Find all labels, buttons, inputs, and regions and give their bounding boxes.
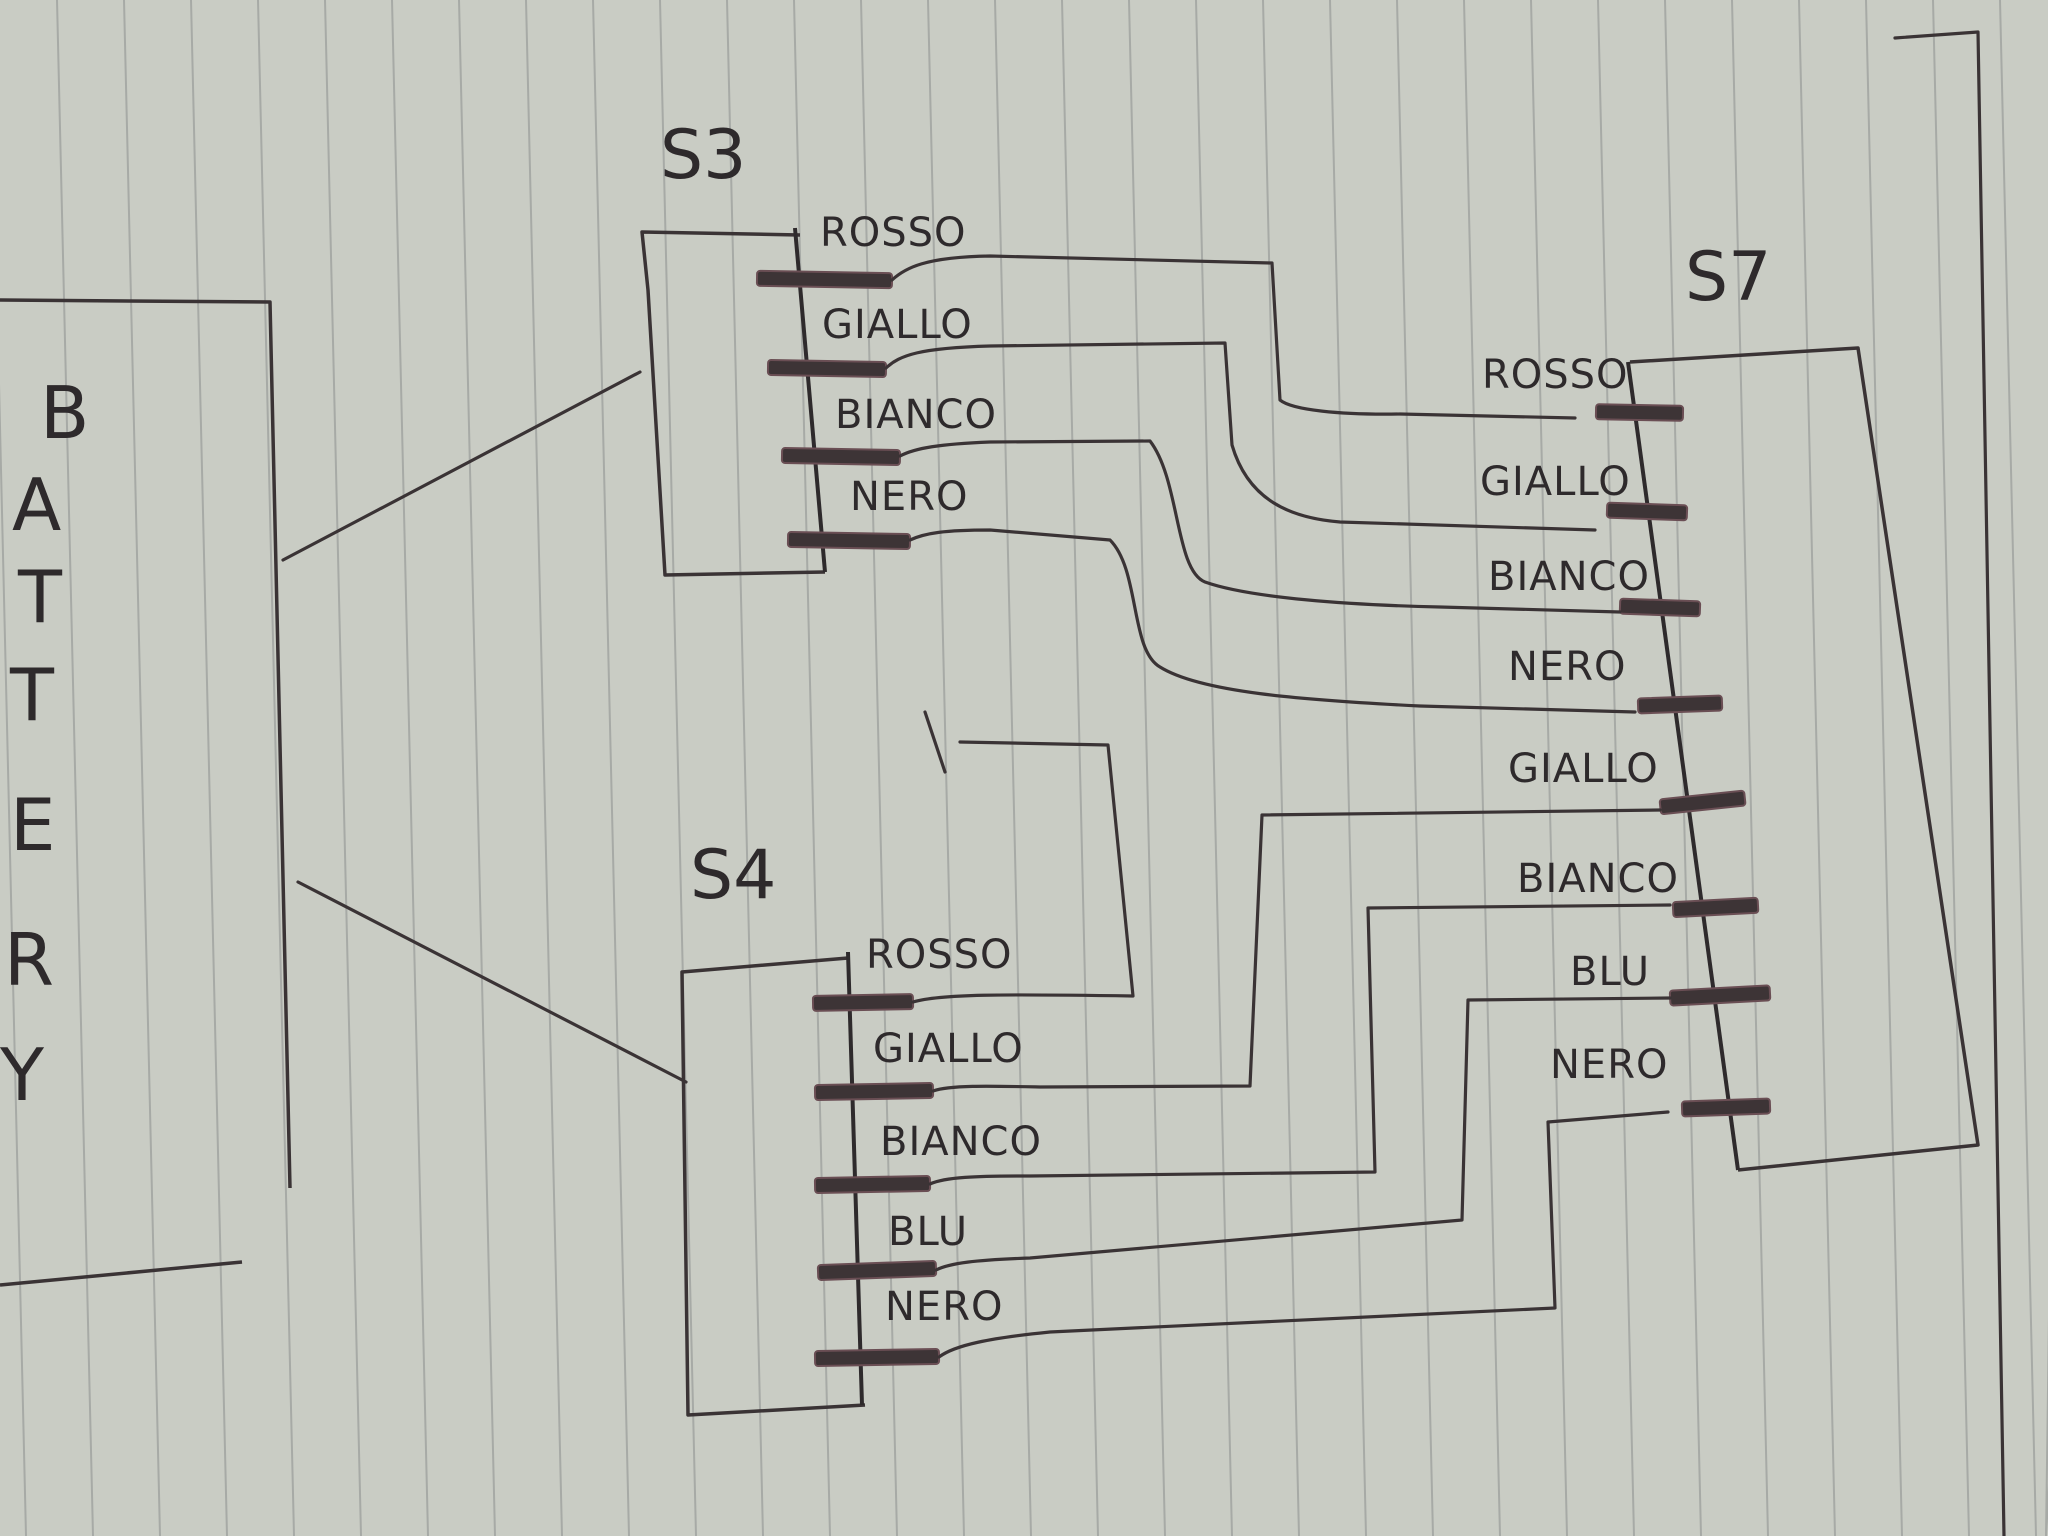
- wire-s3-rosso-to-s7-rosso: [890, 254, 1577, 420]
- battery-letter: B: [40, 371, 89, 455]
- paper-rule-line: [1932, 0, 1970, 1536]
- battery-letter: Y: [0, 1033, 45, 1117]
- wire-s3-giallo-to-s7-giallo: [884, 341, 1597, 532]
- pin-label: BLU: [1570, 949, 1650, 995]
- pin-label: GIALLO: [1508, 746, 1659, 792]
- pin-label: BIANCO: [835, 392, 997, 438]
- paper-rule-line: [1999, 0, 2037, 1536]
- pin-label: GIALLO: [822, 302, 973, 348]
- wire-s4-nero-to-s7-nero: [937, 1110, 1670, 1359]
- paper-rule-line: [1731, 0, 1769, 1536]
- connector-pin: [780, 447, 902, 466]
- connector-title: S3: [660, 116, 746, 195]
- connector-pin: [766, 359, 888, 378]
- wire-s4-giallo-to-s7-giallo: [931, 808, 1662, 1093]
- battery-to-s3-line: [281, 370, 642, 562]
- connector-pin: [816, 1260, 938, 1281]
- paper-rule-line: [123, 0, 161, 1536]
- paper-rule-line: [56, 0, 94, 1536]
- connector-pin: [813, 1175, 932, 1194]
- wire-s4-bianco-to-s7-bianco: [928, 903, 1672, 1186]
- pin-label: BIANCO: [1517, 856, 1679, 902]
- wire-s4-rosso-loop: [911, 710, 1135, 1004]
- paper-rule-line: [592, 0, 630, 1536]
- pin-label: BIANCO: [880, 1119, 1042, 1165]
- page-corner-mark: [1893, 30, 2006, 1536]
- battery-block: B A T T E R Y: [0, 298, 292, 1287]
- connector-pin: [786, 530, 912, 551]
- pin-label: BIANCO: [1488, 554, 1650, 600]
- connector-pin: [811, 993, 915, 1012]
- battery-letter: E: [10, 783, 56, 867]
- paper-rule-line: [257, 0, 295, 1536]
- pin-label: BLU: [888, 1209, 968, 1255]
- wire-s4-blu-to-s7-blu: [934, 996, 1672, 1272]
- connector-pin: [1658, 789, 1747, 816]
- paper-rule-line: [324, 0, 362, 1536]
- battery-letter: R: [4, 918, 54, 1002]
- pin-label: ROSSO: [1482, 352, 1629, 398]
- paper-rule-line: [1396, 0, 1434, 1536]
- battery-letter: T: [9, 653, 55, 737]
- paper-rule-line: [190, 0, 228, 1536]
- pin-label: GIALLO: [1480, 459, 1631, 505]
- paper-rule-line: [659, 0, 697, 1536]
- pin-label: ROSSO: [866, 932, 1013, 978]
- connector-pin: [1618, 597, 1702, 618]
- battery-outline: [0, 298, 292, 1287]
- pin-label: NERO: [1508, 644, 1626, 690]
- connector-title: S4: [690, 836, 776, 915]
- paper-rule-line: [1865, 0, 1903, 1536]
- battery-letter: A: [12, 463, 61, 547]
- paper-rule-line: [458, 0, 496, 1536]
- connector-pin: [1671, 896, 1760, 919]
- pin-label: ROSSO: [820, 210, 967, 256]
- pin-label: NERO: [850, 474, 968, 520]
- paper-rule-line: [391, 0, 429, 1536]
- connector-rail: [1626, 361, 1740, 1171]
- paper-rule-line: [927, 0, 965, 1536]
- connector-pin: [1605, 501, 1689, 522]
- pin-label: NERO: [885, 1284, 1003, 1330]
- wire-s3-bianco-to-s7-bianco: [898, 439, 1622, 614]
- paper-rule-line: [1061, 0, 1099, 1536]
- paper-rule-line: [726, 0, 764, 1536]
- wire-s3-nero-to-s7-nero: [908, 528, 1637, 714]
- connector-pin: [813, 1347, 941, 1368]
- connector-pin: [813, 1082, 935, 1101]
- connector-pin: [1594, 403, 1685, 422]
- paper-rule-line: [0, 383, 27, 1536]
- battery-letter: T: [17, 555, 63, 639]
- paper-rule-line: [1262, 0, 1300, 1536]
- connector-housing: [680, 956, 866, 1417]
- connector-housing: [640, 230, 826, 577]
- connector-pin: [1680, 1097, 1772, 1118]
- pin-label: GIALLO: [873, 1026, 1024, 1072]
- connector-pin: [755, 269, 894, 290]
- connector-s7: S7 ROSSO GIALLO BIANCO NERO GIALLO BIANC…: [1480, 238, 1980, 1172]
- paper-rule-line: [1128, 0, 1166, 1536]
- paper-rule-line: [1597, 0, 1635, 1536]
- connector-housing: [1629, 346, 1980, 1172]
- paper-rule-line: [1530, 0, 1568, 1536]
- paper-rule-line: [1329, 0, 1367, 1536]
- pin-label: NERO: [1550, 1042, 1668, 1088]
- paper-rule-line: [1798, 0, 1836, 1536]
- connector-s3: S3 ROSSO GIALLO BIANCO NERO: [640, 116, 997, 577]
- paper-rule-line: [1463, 0, 1501, 1536]
- paper-rule-line: [860, 0, 898, 1536]
- connector-pin: [1636, 694, 1724, 715]
- connector-title: S7: [1685, 238, 1771, 317]
- paper-rule-line: [525, 0, 563, 1536]
- battery-to-s4-line: [296, 880, 688, 1084]
- connector-s4: S4 ROSSO GIALLO BIANCO BLU NERO: [680, 836, 1042, 1417]
- paper-rule-line: [1195, 0, 1233, 1536]
